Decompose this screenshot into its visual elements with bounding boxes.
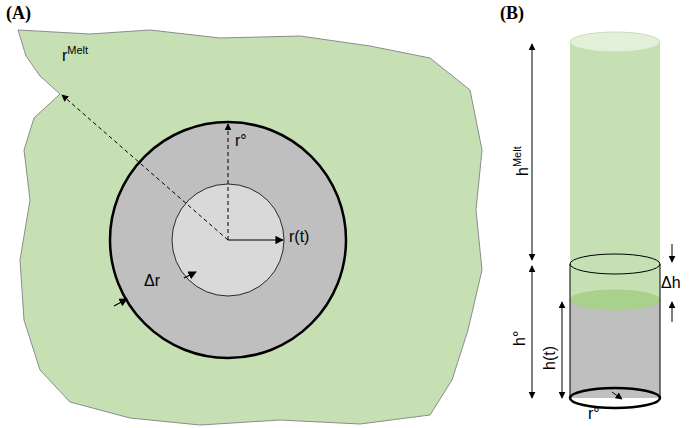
symbol-label: r° [588, 405, 600, 422]
height-current-arrow [562, 302, 563, 398]
particle-initial [110, 122, 346, 358]
radius-initial-line [228, 124, 229, 240]
symbol-label: h [514, 167, 531, 176]
base-radius-arrow [612, 392, 622, 399]
delta-label-group: Δr [144, 272, 160, 290]
particle-current [172, 184, 284, 296]
delta-r-arrow-outer [114, 299, 127, 306]
melt-region [18, 30, 482, 425]
radius-label-group: r° [588, 405, 600, 423]
symbol-label: Δr [144, 272, 160, 289]
radius-label-group: r° [235, 132, 247, 150]
delta-h-arrow-bottom [672, 302, 673, 322]
delta-label-group: Δh [661, 274, 681, 292]
panel-letter-group: (B) [500, 4, 524, 24]
symbol-label: h° [511, 331, 528, 346]
melt-top [570, 32, 660, 52]
delta-r-arrow-inner [184, 272, 196, 278]
radius-label-group: r(t) [289, 228, 309, 246]
height-initial-arrow [532, 266, 533, 398]
solid-top [570, 290, 660, 310]
symbol-label: (A) [6, 3, 31, 23]
symbol-label: r° [235, 132, 247, 149]
height-melt-arrow [532, 44, 533, 260]
melt-column [570, 42, 660, 300]
cylinder-side-right [660, 264, 661, 398]
delta-h-arrow-top [672, 244, 673, 262]
radius-melt-line [62, 95, 228, 240]
cylinder-side-left [570, 264, 571, 398]
panel-letter-group: (A) [6, 4, 31, 24]
superscript: Melt [67, 44, 88, 56]
symbol-label: r(t) [289, 228, 309, 245]
height-label-group: h(t) [541, 346, 559, 370]
solid-column [570, 300, 660, 398]
radius-current-line [228, 239, 283, 240]
symbol-label: h(t) [541, 346, 558, 370]
initial-top-rim [570, 254, 660, 274]
symbol-label: r [62, 47, 67, 64]
height-label-group: hMelt [511, 146, 532, 176]
radius-label-group: rMelt [62, 44, 88, 65]
symbol-label: Δh [661, 274, 681, 291]
superscript: Melt [511, 146, 523, 167]
symbol-label: (B) [500, 3, 524, 23]
height-label-group: h° [511, 331, 529, 346]
cylinder-base [570, 388, 660, 408]
